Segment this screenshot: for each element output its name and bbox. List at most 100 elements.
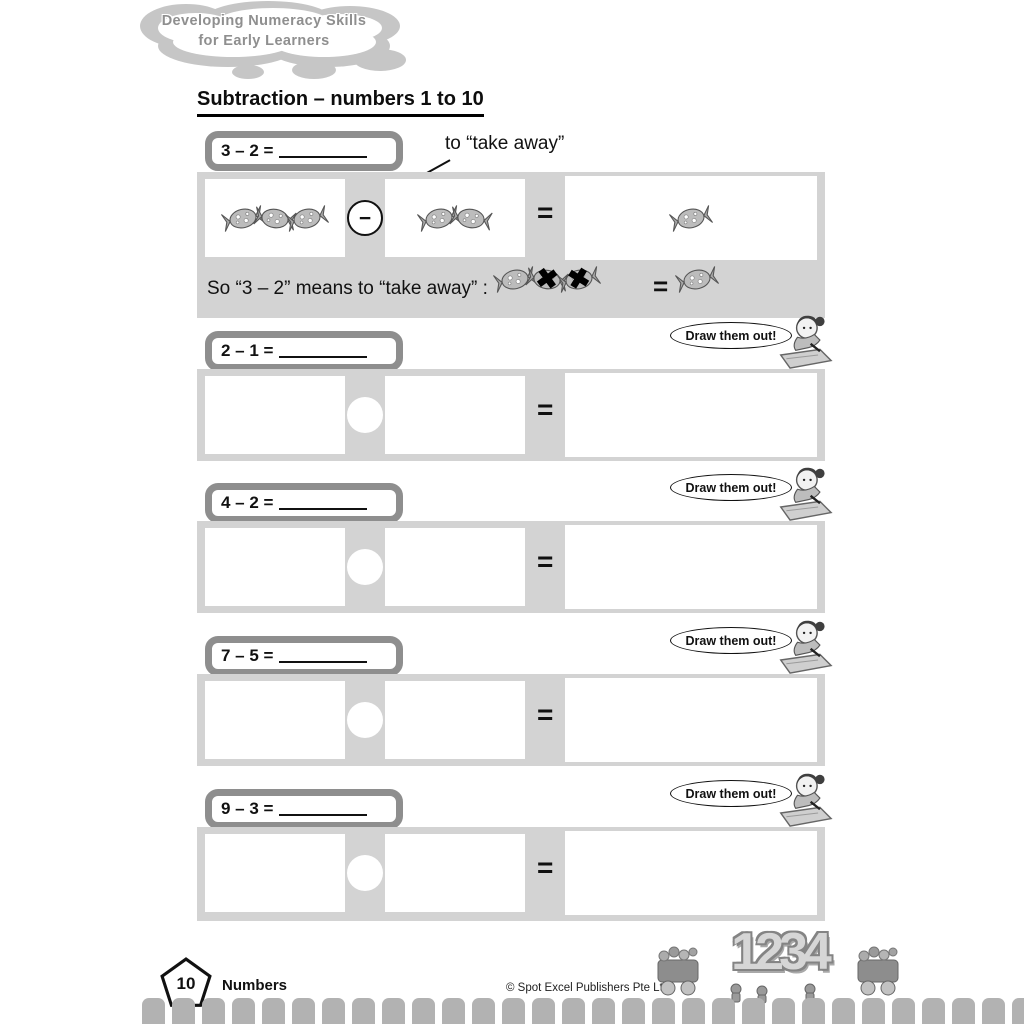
bottom-border-tab (232, 998, 255, 1024)
candy-icon (492, 264, 538, 296)
answer-blank (279, 650, 368, 663)
drawing-band: = (197, 369, 825, 461)
girl-drawing-illustration (777, 615, 833, 679)
drawing-band: = (197, 827, 825, 921)
candy-icon (448, 203, 493, 232)
answer-blank (279, 345, 368, 358)
answer-blank (279, 803, 368, 816)
example-band: − = So “3 – 2” means to “take away” : ✖✖… (197, 172, 825, 318)
bottom-border-tab (472, 998, 495, 1024)
page-number-badge: 10 (160, 957, 212, 1009)
problem-text: 7 – 5 = (221, 646, 274, 665)
take-away-annotation: to “take away” (445, 133, 565, 154)
bottom-border-tab (262, 998, 285, 1024)
exercise-block-4: Draw them out! 9 – 3 = = (197, 773, 833, 922)
result-candies (668, 204, 714, 232)
bottom-border-tab (142, 998, 165, 1024)
problem-box: 4 – 2 = (205, 483, 403, 523)
exercise-block-3: Draw them out! 7 – 5 = = (197, 620, 833, 769)
draw-them-out-bubble: Draw them out! (670, 627, 792, 654)
draw-box-minuend (205, 376, 345, 454)
bottom-border-tab (562, 998, 585, 1024)
bottom-border-tab (532, 998, 555, 1024)
girl-drawing-illustration (777, 462, 833, 526)
candy-icon (674, 264, 720, 296)
cloud-shape-icon (140, 1, 406, 79)
subtrahend-candies (416, 204, 493, 232)
example-result-box (565, 176, 817, 260)
girl-drawing-illustration (777, 768, 833, 832)
series-badge-line2: for Early Learners (198, 33, 330, 50)
bottom-border-tab (172, 998, 195, 1024)
example-problem-text: 3 – 2 = (221, 141, 274, 160)
problem-box: 2 – 1 = (205, 331, 403, 371)
bottom-border-tab (982, 998, 1005, 1024)
draw-box-subtrahend (385, 681, 525, 759)
bottom-border-tab (292, 998, 315, 1024)
draw-box-result (565, 373, 817, 457)
exercise-block-2: Draw them out! 4 – 2 = = (197, 467, 833, 616)
example-answer-blank (279, 145, 368, 158)
bottom-border-tab (832, 998, 855, 1024)
page-title: Subtraction – numbers 1 to 10 (197, 88, 484, 117)
draw-box-minuend (205, 681, 345, 759)
problem-text: 4 – 2 = (221, 493, 274, 512)
draw-box-minuend (205, 834, 345, 912)
series-badge: Developing Numeracy Skills for Early Lea… (128, 0, 420, 84)
bottom-border-tab (952, 998, 975, 1024)
example-section: 3 – 2 = to “take away” − = So “3 – 2” me… (197, 125, 825, 319)
draw-them-out-bubble: Draw them out! (670, 780, 792, 807)
explanation-result-candy (674, 266, 720, 293)
decorative-numbers: 1234 (731, 923, 832, 981)
minuend-candies (220, 204, 330, 232)
example-explanation: So “3 – 2” means to “take away” : (207, 278, 488, 299)
problem-box: 9 – 3 = (205, 789, 403, 829)
bottom-border-tab (922, 998, 945, 1024)
candy-icon (220, 202, 266, 234)
problem-text: 9 – 3 = (221, 799, 274, 818)
bottom-border-tab (622, 998, 645, 1024)
example-subtrahend-box (385, 179, 525, 257)
example-problem-box: 3 – 2 = (205, 131, 403, 171)
candy-icon (284, 202, 330, 234)
draw-them-out-bubble: Draw them out! (670, 474, 792, 501)
bottom-border-tab (502, 998, 525, 1024)
candy-icon (668, 202, 714, 234)
equals-sign: = (537, 394, 554, 425)
bottom-border (142, 998, 1024, 1024)
bottom-border-tab (892, 998, 915, 1024)
equals-sign: = (537, 699, 554, 730)
copyright-text: © Spot Excel Publishers Pte Ltd (506, 982, 670, 994)
equals-sign: = (653, 271, 669, 301)
draw-box-subtrahend (385, 528, 525, 606)
minus-circle: − (347, 200, 383, 236)
equals-sign: = (537, 852, 554, 883)
series-badge-line1: Developing Numeracy Skills (161, 13, 367, 29)
equals-sign: = (537, 546, 554, 577)
operator-circle (347, 549, 383, 585)
draw-box-subtrahend (385, 834, 525, 912)
page-number: 10 (176, 974, 196, 993)
bottom-border-tab (862, 998, 885, 1024)
draw-them-out-bubble: Draw them out! (670, 322, 792, 349)
bottom-border-tab (802, 998, 825, 1024)
footer-kids-illustration (657, 946, 899, 1004)
bottom-border-tab (712, 998, 735, 1024)
exercise-block-1: Draw them out! 2 – 1 = = (197, 315, 833, 464)
section-label: Numbers (222, 977, 288, 994)
answer-blank (279, 497, 368, 510)
equals-sign: = (537, 197, 554, 228)
drawing-band: = (197, 674, 825, 766)
bottom-border-tab (322, 998, 345, 1024)
bottom-border-tab (742, 998, 765, 1024)
draw-box-result (565, 831, 817, 915)
draw-box-result (565, 678, 817, 762)
crossed-out-candies: ✖✖ (492, 261, 602, 296)
bottom-border-tab (1012, 998, 1024, 1024)
operator-circle (347, 397, 383, 433)
problem-text: 2 – 1 = (221, 341, 274, 360)
girl-drawing-illustration (777, 310, 833, 374)
problem-box: 7 – 5 = (205, 636, 403, 676)
example-minuend-box (205, 179, 345, 257)
